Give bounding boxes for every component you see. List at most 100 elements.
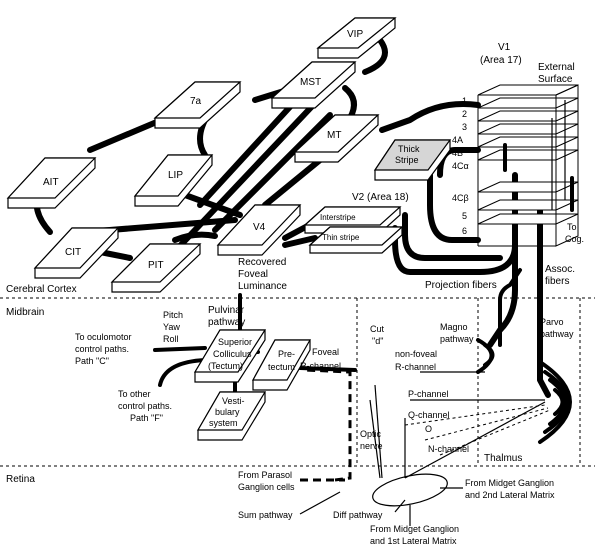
- other-paths-label-3: Path "F": [130, 413, 163, 423]
- area-v1: V1 (Area 17) External Surface 1234A4B4Cα…: [452, 42, 584, 247]
- diff-pathway-leader: [394, 499, 406, 513]
- v1-layer-surface: [477, 181, 579, 193]
- cerebral-cortex-label: Cerebral Cortex: [6, 284, 77, 295]
- area-pit-label: PIT: [148, 260, 164, 271]
- projection-fibers-label: Projection fibers: [425, 280, 497, 291]
- magno-pathway-fiber: [498, 268, 522, 347]
- pit-to-v4-fiber: [172, 231, 218, 243]
- midbrain-label: Midbrain: [6, 307, 44, 318]
- to-cog-label-2: Cog.: [565, 234, 584, 244]
- v1-layer-surface: [477, 213, 579, 225]
- assoc-fibers-label-2: fibers: [545, 276, 569, 287]
- n-channel-label: N-channel: [428, 444, 469, 454]
- foveal-r-channel-fiber: [298, 366, 357, 372]
- sc-to-oculomotor-fiber: [153, 346, 207, 352]
- cut-d-label: "d": [372, 336, 383, 346]
- v1-layer-surface: [477, 149, 579, 161]
- area-lip-box: LIP: [133, 154, 214, 207]
- yaw-label: Yaw: [163, 322, 180, 332]
- pretectum-label-1: Pre-: [278, 349, 295, 359]
- optic-nerve-path: [304, 368, 352, 482]
- optic-nerve-label-2: nerve: [360, 441, 383, 451]
- v1-title-1: V1: [498, 42, 511, 53]
- area-mt-box: MT: [293, 114, 380, 163]
- channel-lines: [369, 371, 551, 507]
- roll-label: Roll: [163, 334, 179, 344]
- parvo-projection-fiber: [537, 202, 551, 398]
- recovered-label-3: Luminance: [238, 281, 287, 292]
- area-ait-box: AIT: [6, 157, 97, 209]
- v1-layer-surface: [477, 97, 579, 109]
- o-label: O: [425, 424, 432, 434]
- oculomotor-label-1: To oculomotor: [75, 332, 132, 342]
- area-v4-label: V4: [253, 222, 266, 233]
- retina-matrix-ellipse: [372, 473, 448, 507]
- pretectum-box: Pre- tectum: [251, 339, 312, 391]
- cut-d-line-2: [374, 384, 383, 479]
- retina-label: Retina: [6, 474, 35, 485]
- sc-label-1: Superior: [218, 337, 252, 347]
- sc-label-2: Colliculus: [213, 349, 252, 359]
- v1-layer-surface: [477, 84, 579, 96]
- midget1-label-1: From Midget Ganglion: [370, 524, 459, 534]
- oculomotor-label-2: control paths.: [75, 344, 129, 354]
- r-channel-right-label: R-channel: [395, 362, 436, 372]
- v1-layer-surface: [477, 199, 579, 211]
- v1-side-face: [555, 84, 579, 247]
- lip-to-v4-fiber: [182, 192, 243, 218]
- v1-layer-label: 4Cβ: [452, 193, 469, 203]
- vestibulary-label-3: system: [209, 418, 238, 428]
- area-mst-box: MST: [270, 61, 357, 109]
- pulvinar-label-1: Pulvinar: [208, 305, 245, 316]
- v1-external-2: Surface: [538, 74, 573, 85]
- v1-external-1: External: [538, 62, 575, 73]
- midget1-label-2: and 1st Lateral Matrix: [370, 536, 457, 546]
- v1-title-2: (Area 17): [480, 55, 522, 66]
- v4-to-mt-fiber: [262, 157, 323, 208]
- v1-layer-label: 4A: [452, 135, 463, 145]
- v1-layer-surface: [477, 136, 579, 148]
- v2-thin-stripe-box: Thin stripe: [308, 226, 404, 254]
- vestibulary-label-2: bulary: [215, 407, 240, 417]
- cit-to-pit-fiber: [97, 249, 133, 261]
- area-v2: Thick Stripe V2 (Area 18) Interstripe Th…: [303, 139, 452, 254]
- v2-thick-label-1: Thick: [398, 144, 420, 154]
- magno-arc-2: [476, 338, 494, 374]
- area-v4-box: V4: [216, 204, 302, 256]
- recovered-label-1: Recovered: [238, 257, 286, 268]
- midbrain-structures: Superior Colliculus (Tectum) Pre- tectum…: [193, 329, 312, 441]
- pretectum-label-2: tectum: [268, 362, 295, 372]
- v1-to-thick-stripe: [427, 172, 481, 243]
- p-channel-label: P-channel: [408, 389, 449, 399]
- parvo-arc-1: [553, 388, 565, 416]
- parvo-arc-3: [543, 370, 570, 434]
- optic-nerve-label-1: Optic: [360, 429, 382, 439]
- sc-to-other-fiber: [158, 358, 207, 387]
- foveal-label: Foveal: [312, 347, 339, 357]
- projection-fibers-to-v2: [392, 225, 518, 275]
- sc-label-3: (Tectum): [208, 361, 243, 371]
- other-paths-label-2: control paths.: [118, 401, 172, 411]
- area-cit-box: CIT: [33, 227, 120, 279]
- midget2-label-2: and 2nd Lateral Matrix: [465, 490, 555, 500]
- area-mst-label: MST: [300, 77, 321, 88]
- cut-d-line: [369, 399, 381, 479]
- v1-layer-label: 4Cα: [452, 161, 469, 171]
- area-mt-label: MT: [327, 130, 341, 141]
- v1-layer-label: 2: [462, 109, 467, 119]
- other-paths-label-1: To other: [118, 389, 151, 399]
- midget2-label-1: From Midget Ganglion: [465, 478, 554, 488]
- magno-label-2: pathway: [440, 334, 474, 344]
- v1-layer-surface: [477, 110, 579, 122]
- area-ait-label: AIT: [43, 177, 59, 188]
- parvo-label-2: pathway: [540, 329, 574, 339]
- v4-to-thinstripe-fiber: [282, 235, 318, 248]
- v2-thick-label-2: Stripe: [395, 155, 419, 165]
- area-pit-box: PIT: [110, 243, 202, 293]
- q-channel-label: Q-channel: [408, 410, 450, 420]
- non-foveal-label: non-foveal: [395, 349, 437, 359]
- v2-interstripe-box: Interstripe: [303, 206, 402, 234]
